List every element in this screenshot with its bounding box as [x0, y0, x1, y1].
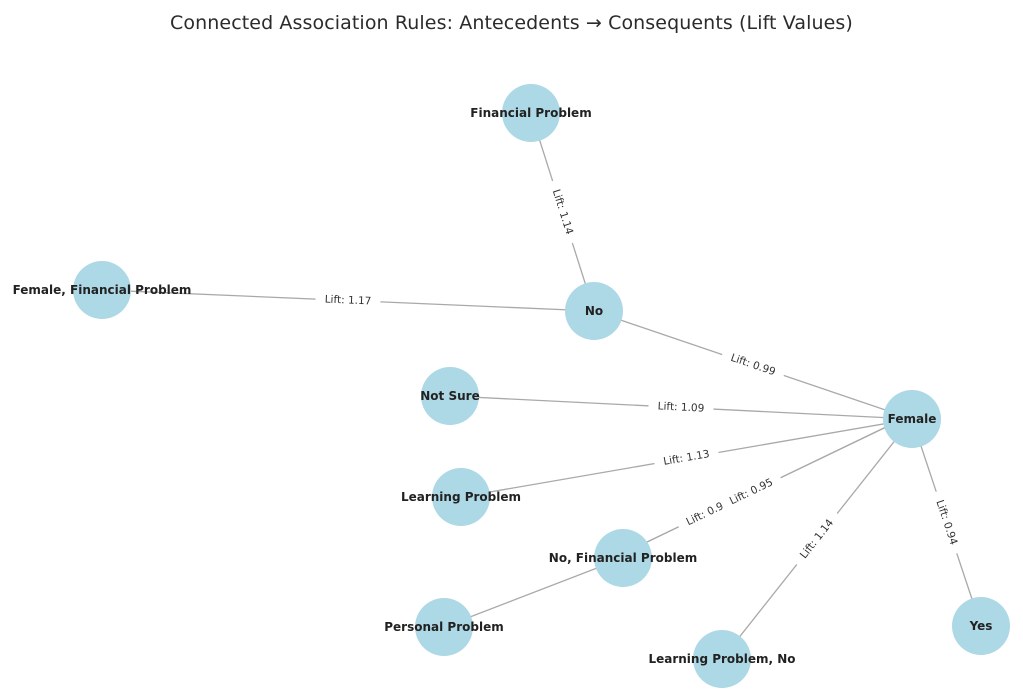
edge-label-group: Lift: 1.09: [648, 398, 714, 417]
edge-label-group: Lift: 0.99: [719, 347, 787, 383]
edge-personal_problem-no_financial_problem: [443, 557, 624, 628]
node-female-financial-problem: Female, Financial Problem: [13, 261, 192, 319]
node-label: Female: [888, 412, 937, 426]
node-no-financial-problem: No, Financial Problem: [549, 529, 697, 587]
edge-label: Lift: 0.99: [729, 352, 777, 378]
node-circle: [883, 390, 941, 448]
node-label: Personal Problem: [384, 620, 503, 634]
diagram-title: Connected Association Rules: Antecedents…: [170, 12, 853, 34]
node-label: Learning Problem, No: [648, 652, 795, 666]
edge-label-background: [719, 347, 787, 383]
node-label: No: [585, 304, 603, 318]
edge-label-group: Lift: 1.14: [791, 509, 843, 569]
node-personal-problem: Personal Problem: [384, 598, 504, 656]
edges-layer: [101, 112, 982, 660]
edge-label-background: [315, 292, 381, 309]
node-label: No, Financial Problem: [549, 551, 697, 565]
edge-label: Lift: 0.95: [728, 476, 775, 507]
edge-label: Lift: 0.94: [933, 498, 959, 546]
edge-label: Lift: 1.14: [798, 517, 837, 561]
node-circle: [693, 630, 751, 688]
edge-label: Lift: 1.17: [324, 294, 371, 308]
edge-label-background: [545, 178, 580, 246]
node-circle: [73, 261, 131, 319]
node-circle: [565, 282, 623, 340]
edge-label-group: Lift: 1.13: [653, 445, 720, 471]
node-circle: [952, 597, 1010, 655]
node-label: Learning Problem: [401, 490, 521, 504]
edge-label-background: [718, 471, 784, 513]
node-learning-problem: Learning Problem: [401, 468, 521, 526]
node-label: Female, Financial Problem: [13, 283, 192, 297]
node-label: Financial Problem: [470, 106, 591, 120]
edge-label-group: Lift: 0.94: [929, 489, 964, 556]
edge-label: Lift: 1.09: [657, 400, 704, 414]
edge-label-background: [929, 489, 964, 556]
node-circle: [415, 598, 473, 656]
node-female: Female: [883, 390, 941, 448]
edge-label-group: Lift: 1.17: [315, 292, 381, 309]
edge-label-background: [648, 398, 714, 417]
edge-label: Lift: 1.14: [550, 188, 576, 236]
node-not-sure: Not Sure: [420, 367, 480, 425]
edge-label-background: [791, 509, 843, 569]
node-circle: [432, 468, 490, 526]
node-circle: [502, 84, 560, 142]
edge-label-group: Lift: 0.95: [718, 471, 784, 513]
node-financial-problem: Financial Problem: [470, 84, 592, 142]
node-label: Not Sure: [420, 389, 479, 403]
node-learning-problem-no: Learning Problem, No: [648, 630, 796, 688]
node-circle: [594, 529, 652, 587]
edge-label-group: Lift: 1.14: [545, 178, 580, 246]
node-yes: Yes: [952, 597, 1010, 655]
node-label: Yes: [969, 619, 993, 633]
node-no: No: [565, 282, 623, 340]
node-circle: [421, 367, 479, 425]
edge-label-background: [653, 445, 720, 471]
